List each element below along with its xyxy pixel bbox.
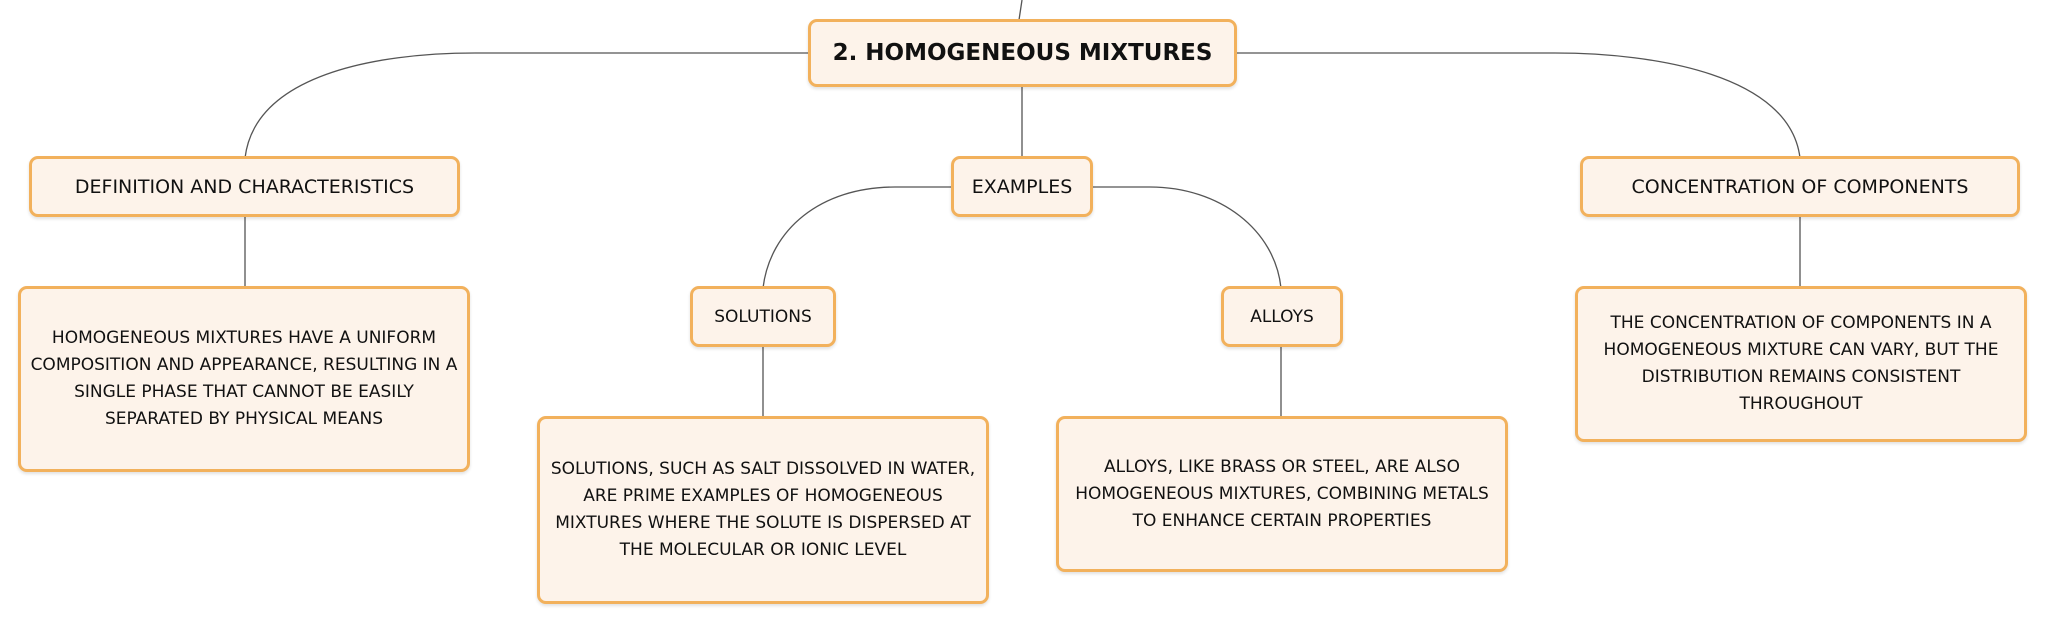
connector-root-to-definition	[244, 52, 810, 159]
examples-node-label: EXAMPLES	[971, 175, 1073, 198]
definition-node[interactable]: DEFINITION AND CHARACTERISTICS	[29, 156, 460, 217]
definition-node-label: DEFINITION AND CHARACTERISTICS	[74, 175, 415, 198]
solutions-node-label: SOLUTIONS	[714, 306, 812, 327]
solutions-detail-node[interactable]: SOLUTIONS, SUCH AS SALT DISSOLVED IN WAT…	[537, 416, 989, 604]
root-node-label: 2. HOMOGENEOUS MIXTURES	[832, 40, 1213, 66]
definition-detail-node[interactable]: HOMOGENEOUS MIXTURES HAVE A UNIFORM COMP…	[18, 286, 470, 472]
concentration-detail-node[interactable]: THE CONCENTRATION OF COMPONENTS IN A HOM…	[1575, 286, 2027, 442]
connector-root-to-concentration	[1235, 52, 1801, 159]
definition-detail-text: HOMOGENEOUS MIXTURES HAVE A UNIFORM COMP…	[30, 328, 458, 429]
concentration-node[interactable]: CONCENTRATION OF COMPONENTS	[1580, 156, 2020, 217]
solutions-detail-text: SOLUTIONS, SUCH AS SALT DISSOLVED IN WAT…	[550, 459, 976, 560]
concentration-node-label: CONCENTRATION OF COMPONENTS	[1631, 175, 1969, 198]
connector-examples-to-alloys	[1091, 186, 1282, 289]
alloys-detail-text: ALLOYS, LIKE BRASS OR STEEL, ARE ALSO HO…	[1075, 456, 1489, 531]
connector-examples-to-solutions	[762, 186, 953, 289]
alloys-detail-node[interactable]: ALLOYS, LIKE BRASS OR STEEL, ARE ALSO HO…	[1056, 416, 1508, 572]
alloys-node[interactable]: ALLOYS	[1221, 286, 1343, 347]
connector-parent-to-root	[1018, 0, 1023, 21]
alloys-node-label: ALLOYS	[1250, 306, 1314, 327]
concentration-detail-text: THE CONCENTRATION OF COMPONENTS IN A HOM…	[1603, 313, 1999, 414]
solutions-node[interactable]: SOLUTIONS	[690, 286, 836, 347]
examples-node[interactable]: EXAMPLES	[951, 156, 1093, 217]
root-node[interactable]: 2. HOMOGENEOUS MIXTURES	[808, 19, 1237, 87]
